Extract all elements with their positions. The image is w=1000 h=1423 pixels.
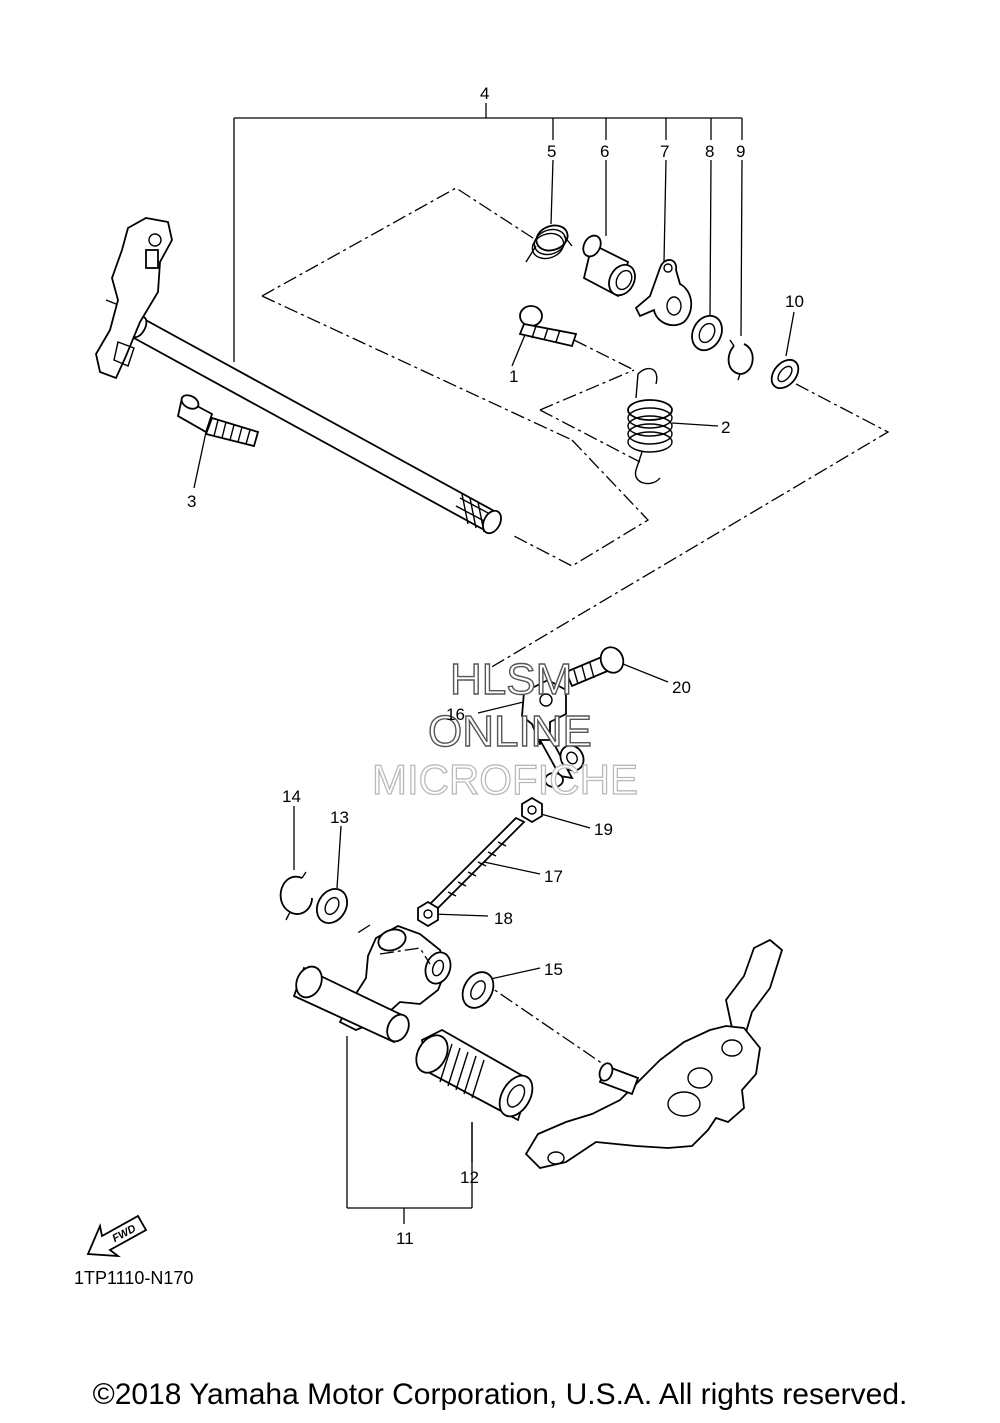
copyright-notice: ©2018 Yamaha Motor Corporation, U.S.A. A… bbox=[92, 1378, 908, 1411]
pin-1 bbox=[518, 305, 578, 348]
callout-10: 10 bbox=[785, 292, 804, 311]
callout-20: 20 bbox=[672, 678, 691, 697]
shift-shaft bbox=[95, 217, 502, 535]
lever-7 bbox=[634, 259, 693, 327]
callout-6: 6 bbox=[600, 142, 609, 161]
washer-8 bbox=[691, 314, 723, 352]
callout-14: 14 bbox=[282, 787, 301, 806]
callout-11: 11 bbox=[396, 1229, 414, 1248]
callout-2: 2 bbox=[721, 418, 730, 437]
joint-16 bbox=[521, 678, 585, 788]
callout-9: 9 bbox=[736, 142, 745, 161]
callout-labels: 1 2 3 4 5 6 7 8 9 10 11 12 13 14 15 16 1… bbox=[187, 84, 804, 1248]
rod-17 bbox=[424, 816, 526, 914]
callout-12: 12 bbox=[460, 1168, 479, 1187]
watermark-line-3: MICROFICHE bbox=[372, 756, 638, 803]
washer-15 bbox=[461, 971, 495, 1009]
bolt-20 bbox=[564, 646, 625, 688]
callout-15: 15 bbox=[544, 960, 563, 979]
callout-7: 7 bbox=[660, 142, 669, 161]
callout-8: 8 bbox=[705, 142, 714, 161]
collar-6 bbox=[582, 234, 636, 298]
nut-19 bbox=[521, 796, 543, 824]
fwd-arrow-icon: FWD bbox=[86, 1214, 148, 1258]
washer-10 bbox=[770, 358, 800, 390]
diagram-code: 1TP1110-N170 bbox=[74, 1268, 194, 1288]
callout-17: 17 bbox=[544, 867, 563, 886]
callout-5: 5 bbox=[547, 142, 556, 161]
spring-2 bbox=[627, 367, 673, 485]
bolt-3 bbox=[176, 394, 260, 448]
callout-19: 19 bbox=[594, 820, 613, 839]
watermark: HLSM ONLINE MICROFICHE bbox=[371, 654, 638, 803]
callout-3: 3 bbox=[187, 492, 196, 511]
nut-18 bbox=[417, 900, 439, 928]
rubber-12 bbox=[415, 1028, 534, 1122]
spring-5 bbox=[525, 224, 573, 263]
assembly-dashed-lines bbox=[261, 187, 890, 1067]
circlip-14 bbox=[279, 871, 313, 921]
circlip-9 bbox=[727, 339, 754, 381]
washer-13 bbox=[316, 888, 348, 924]
watermark-line-1: HLSM bbox=[450, 655, 572, 704]
callout-4: 4 bbox=[480, 84, 489, 103]
callout-13: 13 bbox=[330, 808, 349, 827]
shift-lever-bracket bbox=[524, 938, 784, 1169]
callout-16: 16 bbox=[446, 705, 465, 724]
callout-1: 1 bbox=[509, 367, 518, 386]
leader-lines bbox=[193, 103, 795, 1224]
callout-18: 18 bbox=[494, 909, 513, 928]
watermark-line-2: ONLINE bbox=[428, 707, 592, 756]
shift-pedal-11 bbox=[292, 925, 452, 1044]
